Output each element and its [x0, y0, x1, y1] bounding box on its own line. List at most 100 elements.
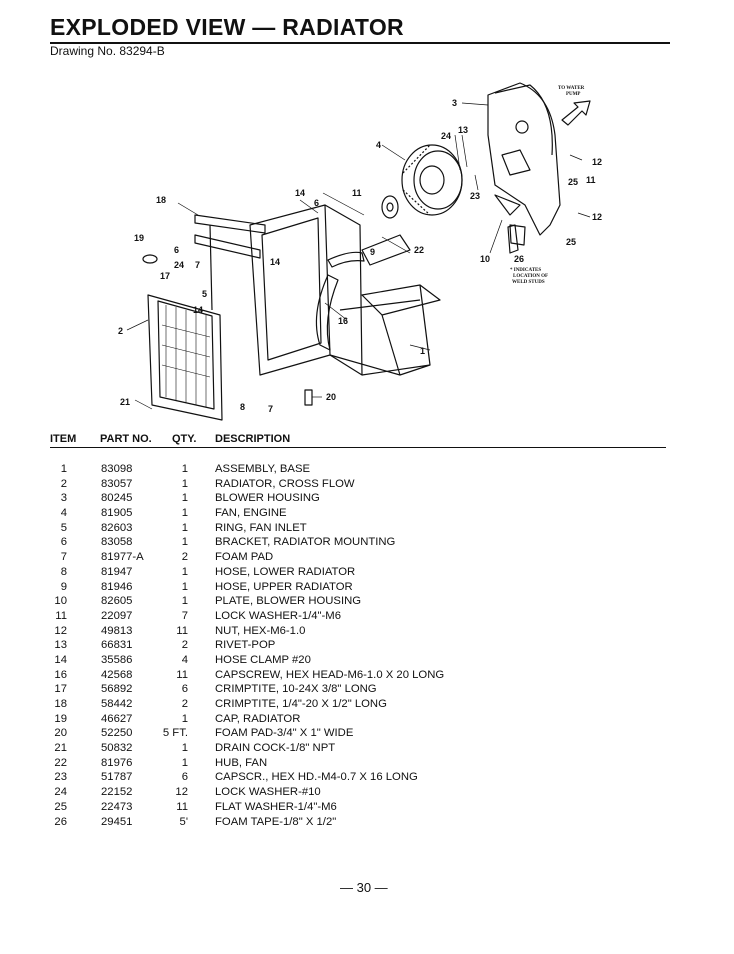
item-number: 5: [60, 521, 67, 534]
item-number: 25: [54, 800, 67, 813]
callout-24: 24: [441, 131, 451, 141]
callout-14c: 14: [270, 257, 280, 267]
item-number: 17: [54, 683, 67, 696]
item-number: 16: [54, 668, 67, 681]
part-number: 81977-A: [101, 551, 144, 564]
description: FOAM TAPE-1/8" X 1/2": [215, 815, 337, 828]
callout-7b: 7: [268, 404, 273, 414]
description: ASSEMBLY, BASE: [215, 463, 311, 475]
quantity: 11: [176, 800, 188, 813]
description: FOAM PAD-3/4" X 1" WIDE: [215, 727, 354, 740]
callout-25: 25: [568, 177, 578, 187]
part-number: 82605: [101, 595, 133, 608]
part-number: 22473: [101, 800, 133, 813]
item-number: 18: [54, 698, 67, 710]
part-number: 46627: [101, 712, 133, 725]
part-number: 50832: [101, 742, 133, 755]
quantity: 2: [181, 698, 188, 710]
description: RIVET-POP: [215, 639, 276, 652]
item-number: 26: [54, 815, 67, 828]
quantity: 11: [176, 624, 188, 637]
header-description: DESCRIPTION: [215, 433, 291, 445]
quantity: 11: [176, 668, 188, 681]
quantity: 12: [175, 786, 188, 799]
plate-drawing: [509, 224, 526, 246]
item-number: 6: [60, 536, 67, 549]
radiator-drawing: [147, 294, 223, 421]
item-number: 24: [54, 786, 67, 799]
description: BRACKET, RADIATOR MOUNTING: [215, 536, 396, 549]
item-number: 2: [60, 477, 67, 490]
description: NUT, HEX-M6-1.0: [215, 624, 306, 637]
part-number: 42568: [101, 668, 133, 681]
part-number: 58442: [101, 698, 133, 710]
note-weld-studs: WELD STUDS: [512, 280, 545, 285]
description: LOCK WASHER-1/4"-M6: [215, 609, 341, 622]
item-number: 1: [60, 463, 67, 475]
item-number: 21: [54, 742, 67, 755]
quantity: 1: [181, 492, 188, 505]
part-number: 81947: [101, 565, 133, 578]
part-number: 81905: [101, 507, 133, 520]
part-number: 22097: [101, 609, 133, 622]
drawing-number: Drawing No. 83294-B: [50, 44, 165, 58]
callout-6b: 6: [174, 245, 179, 255]
part-number: 35586: [101, 653, 133, 666]
part-number: 51787: [101, 771, 133, 784]
callout-14b: 14: [193, 305, 203, 315]
diagram-notes: TO WATER PUMP * INDICATES LOCATION OF WE…: [510, 86, 585, 285]
description: HUB, FAN: [215, 756, 268, 769]
item-number: 20: [54, 727, 67, 740]
quantity: 7: [181, 609, 188, 622]
callout-11b: 11: [352, 188, 362, 198]
diagram-svg: 3 4 24 13 23 12 25 11 12 25 10 26 18 14 …: [118, 82, 602, 421]
callout-13: 13: [458, 125, 468, 135]
quantity: 1: [181, 507, 188, 520]
quantity: 6: [181, 683, 188, 696]
description: CAP, RADIATOR: [215, 712, 301, 725]
quantity: 1: [181, 756, 188, 769]
callout-12: 12: [592, 157, 602, 167]
part-number: 81976: [101, 756, 133, 769]
item-number: 14: [54, 653, 67, 666]
item-number: 4: [60, 507, 67, 520]
callout-18: 18: [156, 195, 166, 205]
upper-hose-drawing: [327, 251, 365, 268]
callout-11: 11: [586, 175, 596, 185]
hub-drawing: [381, 195, 399, 219]
callout-labels: 3 4 24 13 23 12 25 11 12 25 10 26 18 14 …: [118, 98, 602, 414]
description: RADIATOR, CROSS FLOW: [215, 477, 355, 490]
part-number: 83058: [101, 536, 133, 549]
description: CAPSCREW, HEX HEAD-M6-1.0 X 20 LONG: [215, 668, 445, 681]
base-assembly-drawing: [249, 204, 441, 376]
table-row: 25 22473 11 FLAT WASHER-1/4"-M6: [50, 800, 666, 815]
callout-12b: 12: [592, 212, 602, 222]
callout-23: 23: [470, 191, 480, 201]
callout-14: 14: [295, 188, 305, 198]
quantity: 1: [181, 565, 188, 578]
item-number: 10: [54, 595, 67, 608]
page-title: EXPLODED VIEW — RADIATOR: [50, 14, 404, 40]
table-row: 16 42568 11 CAPSCREW, HEX HEAD-M6-1.0 X 20 …: [50, 668, 666, 683]
description: FOAM PAD: [215, 551, 274, 564]
leader-lines: [126, 102, 591, 410]
header-item: ITEM: [50, 433, 77, 445]
foam-pad-drawing: [304, 389, 313, 406]
quantity: 1: [181, 742, 188, 755]
quantity: 5 FT.: [162, 727, 188, 740]
part-number: 56892: [101, 683, 133, 696]
quantity: 1: [181, 463, 188, 475]
description: FLAT WASHER-1/4"-M6: [215, 800, 337, 813]
description: HOSE, LOWER RADIATOR: [215, 565, 356, 578]
